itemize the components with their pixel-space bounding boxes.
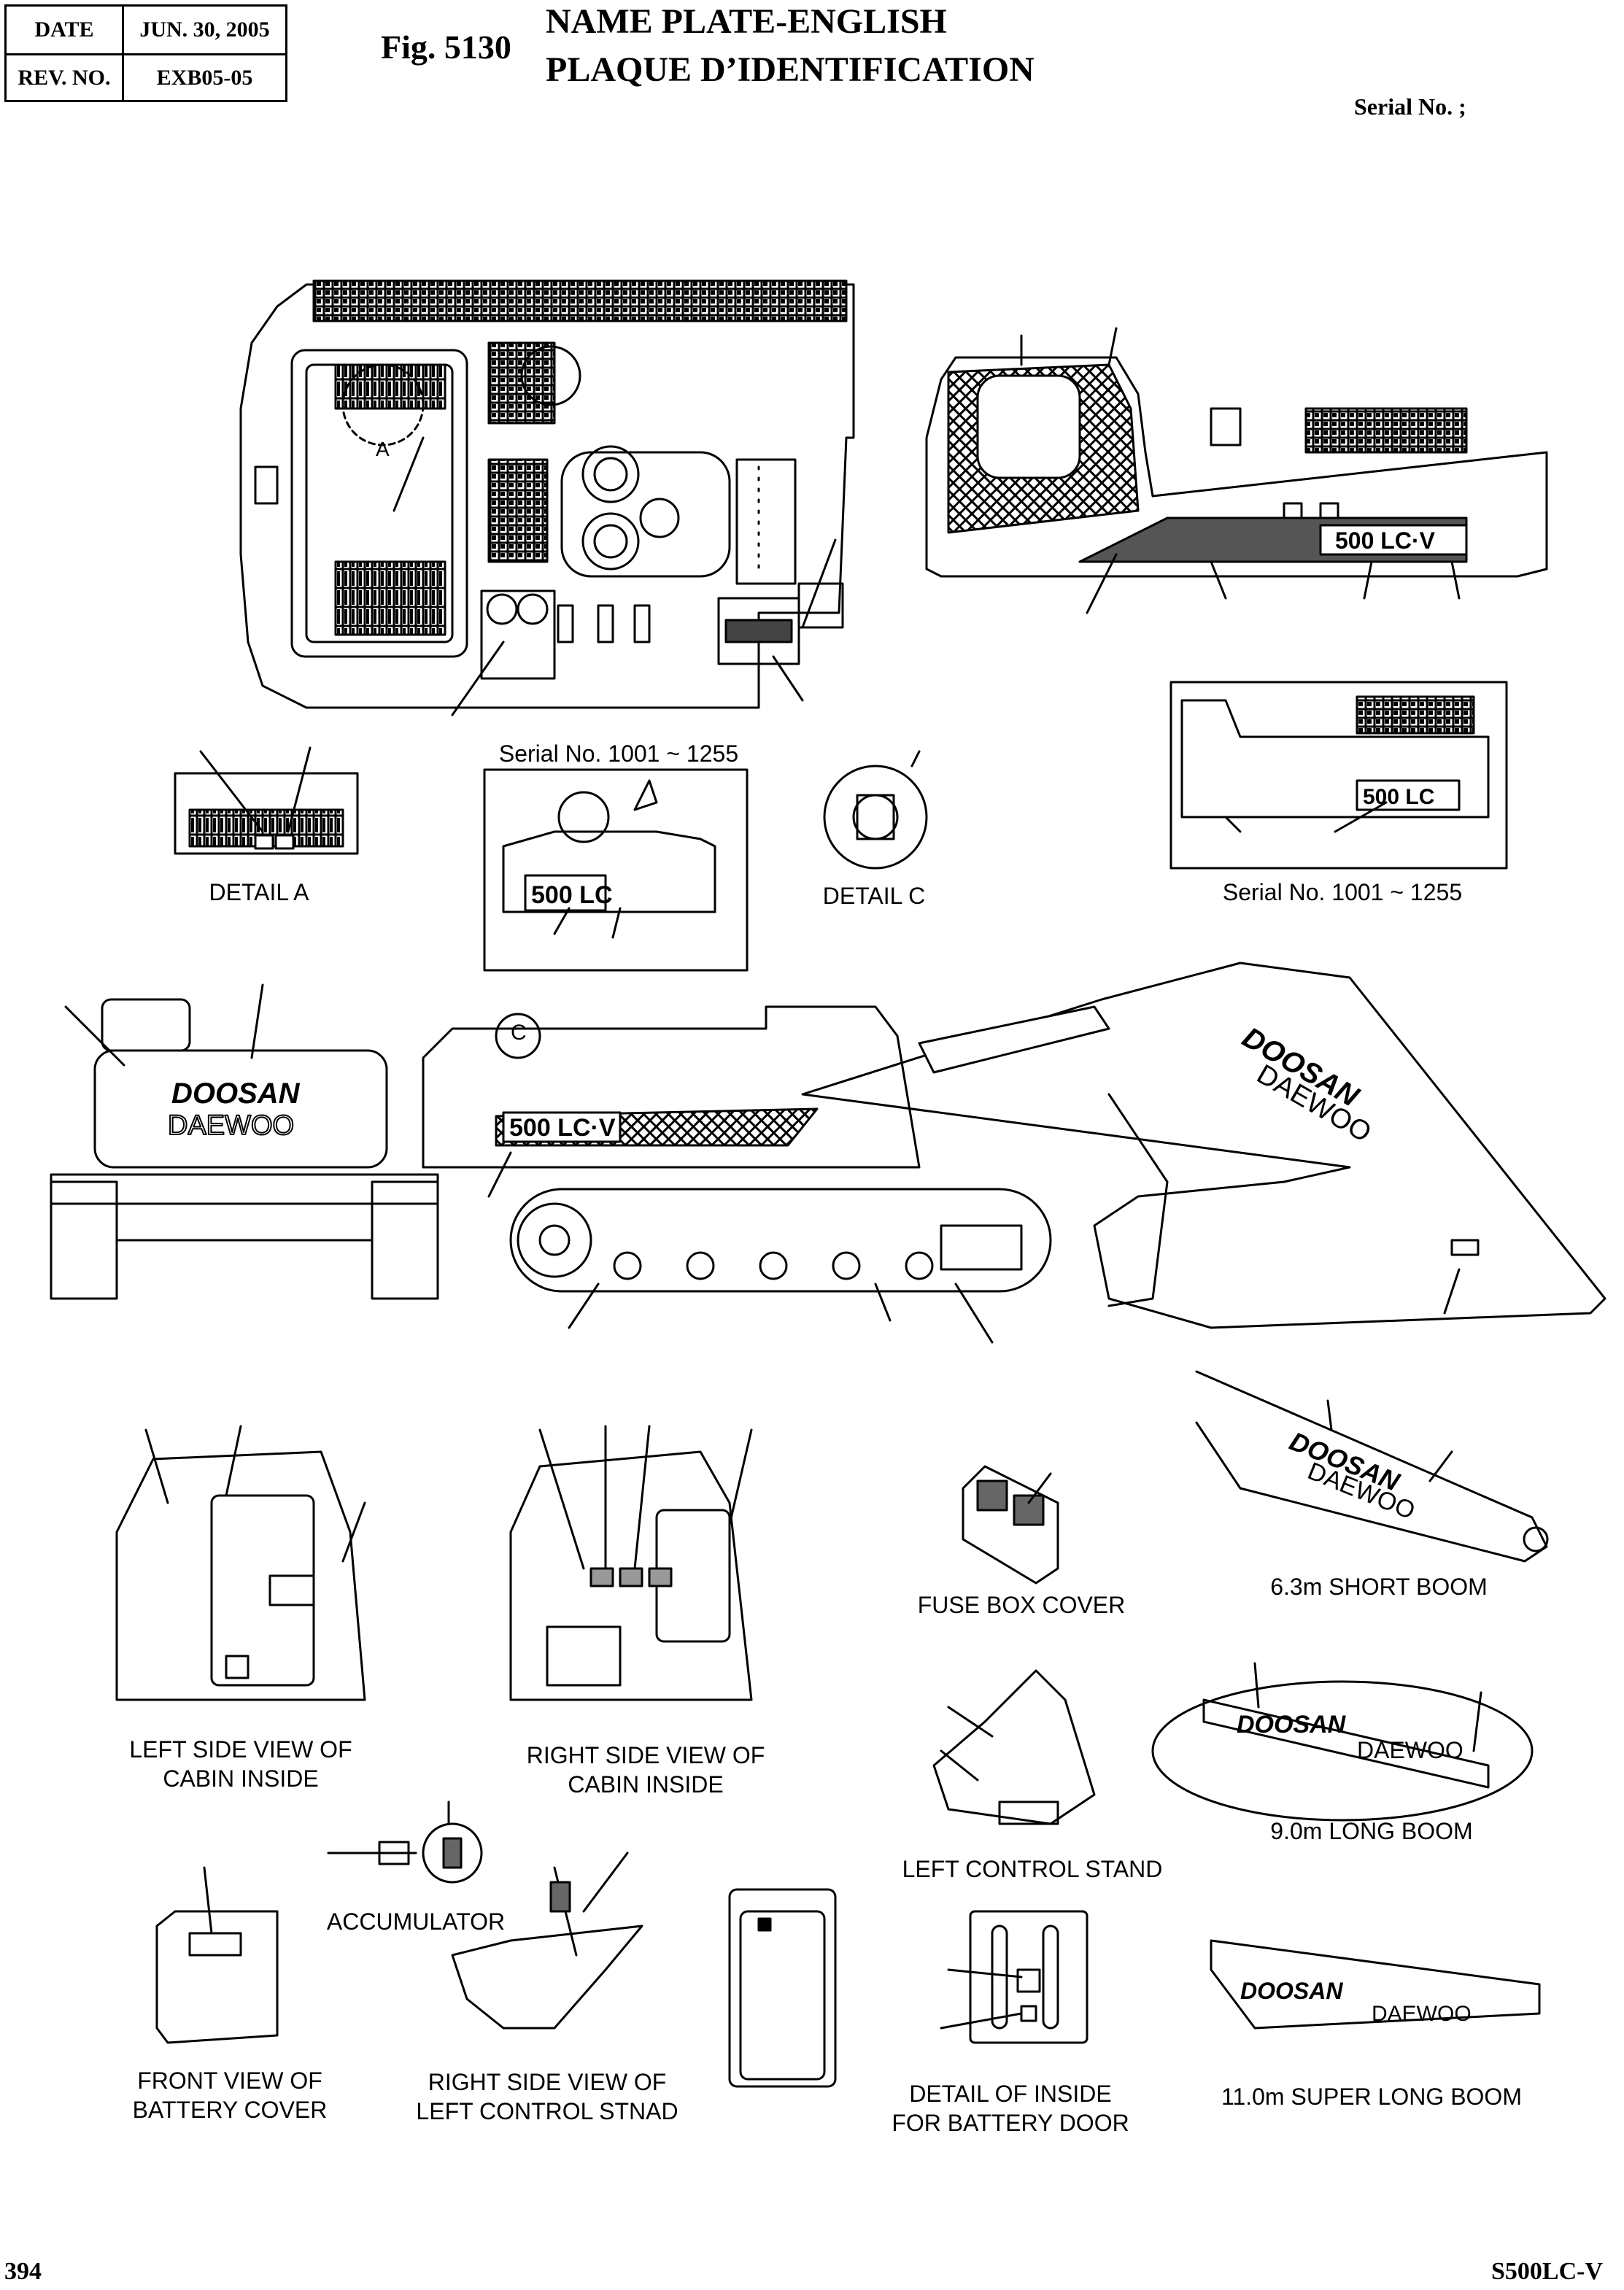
serial-range-2: Serial No. 1001 ~ 1255: [1222, 879, 1463, 905]
serial-box-1-drawing: 500 LC: [502, 779, 716, 939]
battery-door-detail-drawing: [940, 1910, 1089, 2044]
battery-cover-label-1: FRONT VIEW OF: [137, 2067, 322, 2094]
battery-cover-label-2: BATTERY COVER: [132, 2097, 328, 2123]
long-boom-doosan: DOOSAN: [1237, 1711, 1347, 1738]
serial-box-1: [483, 768, 749, 972]
model-number: S500LC-V: [1491, 2258, 1604, 2285]
accumulator-label: ACCUMULATOR: [326, 1908, 506, 1935]
super-boom-doosan: DOOSAN: [1240, 1978, 1343, 2004]
short-boom-label: 6.3m SHORT BOOM: [1270, 1574, 1488, 1600]
date-label: DATE: [34, 18, 94, 42]
long-boom-label: 9.0m LONG BOOM: [1270, 1818, 1473, 1844]
revision-table: DATE JUN. 30, 2005 REV. NO. EXB05-05: [4, 4, 287, 102]
callout-a-label: A: [376, 438, 390, 460]
detail-c-drawing: [823, 750, 928, 870]
upper-structure-top-view: A: [239, 279, 855, 716]
left-cabin-label-1: LEFT SIDE VIEW OF: [129, 1736, 352, 1763]
long-boom-drawing: DOOSAN DAEWOO: [1151, 1662, 1534, 1822]
machine-badge: 500 LC·V: [509, 1114, 616, 1142]
upper-structure-side-view: 500 LC·V: [925, 327, 1548, 614]
serial-range-1: Serial No. 1001 ~ 1255: [498, 740, 739, 767]
serial-box-2-drawing: 500 LC: [1180, 695, 1490, 833]
accumulator-drawing: [327, 1800, 483, 1884]
rear-view-drawing: DOOSAN DAEWOO: [50, 983, 439, 1300]
left-control-stand-label: LEFT CONTROL STAND: [902, 1856, 1163, 1882]
machine-side-view: 500 LC·V DOOSAN DAEWOO: [422, 962, 1606, 1344]
super-boom-daewoo: DAEWOO: [1372, 2002, 1472, 2026]
rev-label: REV. NO.: [18, 65, 111, 90]
long-boom-daewoo: DAEWOO: [1357, 1737, 1463, 1763]
rev-value: EXB05-05: [156, 65, 253, 90]
super-long-boom-drawing: DOOSAN DAEWOO: [1210, 1939, 1541, 2030]
left-cabin-drawing: [115, 1425, 366, 1701]
rear-daewoo: DAEWOO: [168, 1110, 294, 1141]
battery-door-label-2: FOR BATTERY DOOR: [892, 2110, 1129, 2136]
detail-a-drawing: [174, 746, 359, 855]
table-divider-v: [122, 7, 124, 100]
right-left-control-label-2: LEFT CONTROL STNAD: [416, 2098, 678, 2124]
callout-c-label: C: [511, 1021, 527, 1045]
serial-box-2: [1169, 681, 1508, 870]
right-cabin-drawing: [509, 1425, 753, 1701]
model-badge-side: 500 LC·V: [1335, 527, 1436, 554]
left-control-stand-drawing: [932, 1669, 1096, 1825]
right-left-control-label-1: RIGHT SIDE VIEW OF: [428, 2069, 667, 2095]
control-stand-right-drawing: [451, 1852, 643, 2030]
fuse-box-drawing: [962, 1465, 1059, 1585]
detail-c-label: DETAIL C: [822, 883, 926, 909]
top-grille: [312, 279, 848, 322]
figure-number: Fig. 5130: [381, 28, 511, 66]
right-cabin-label-1: RIGHT SIDE VIEW OF: [526, 1742, 765, 1768]
super-long-boom-label: 11.0m SUPER LONG BOOM: [1221, 2084, 1522, 2110]
page-number: 394: [4, 2258, 42, 2285]
battery-door-tall-drawing: [728, 1888, 837, 2088]
battery-cover-drawing: [155, 1866, 279, 2044]
serial-label: Serial No. ;: [1354, 93, 1466, 120]
rear-doosan: DOOSAN: [171, 1078, 301, 1110]
detail-a-label: DETAIL A: [209, 879, 309, 905]
right-cabin-label-2: CABIN INSIDE: [568, 1771, 724, 1798]
serial-box-badge: 500 LC: [531, 881, 613, 909]
date-value: JUN. 30, 2005: [139, 18, 270, 42]
table-divider-h: [7, 53, 285, 55]
serial-box-2-badge: 500 LC: [1363, 785, 1434, 809]
fuse-box-label: FUSE BOX COVER: [917, 1592, 1126, 1618]
title-english: NAME PLATE-ENGLISH: [546, 2, 947, 41]
battery-door-label-1: DETAIL OF INSIDE: [909, 2081, 1112, 2107]
short-boom-drawing: DOOSAN DAEWOO: [1195, 1370, 1549, 1563]
left-cabin-label-2: CABIN INSIDE: [163, 1765, 319, 1792]
title-french: PLAQUE D’IDENTIFICATION: [546, 50, 1035, 89]
